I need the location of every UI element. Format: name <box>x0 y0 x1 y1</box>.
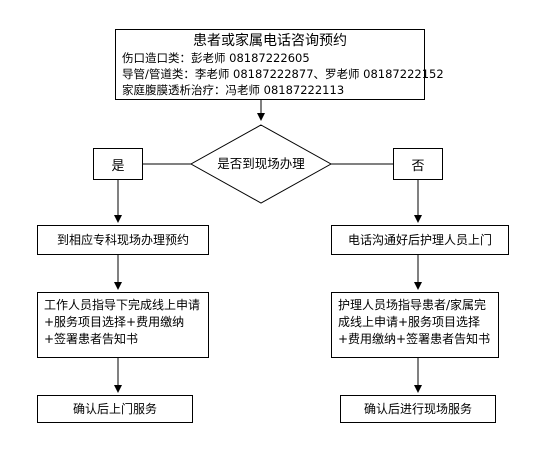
contact-peritoneal-dialysis: 家庭腹膜透析治疗：冯老师 08187222113 <box>122 83 345 97</box>
right-step2-box: 护理人员场指导患者/家属完成线上申请+服务项目选择+费用缴纳+签署患者告知书 <box>331 292 499 358</box>
right-step1-box: 电话沟通好后护理人员上门 <box>331 225 509 255</box>
left-step2-box: 工作人员指导下完成线上申请+服务项目选择+费用缴纳+签署患者告知书 <box>37 292 209 358</box>
yes-box: 是 <box>93 148 143 180</box>
decision-label: 是否到现场办理 <box>217 156 305 171</box>
left-step3-box: 确认后上门服务 <box>37 395 193 423</box>
contact-wound-care: 伤口造口类：彭老师 08187222605 <box>122 51 310 65</box>
decision-diamond <box>189 124 333 204</box>
contact-catheter-care: 导管/管道类：李老师 08187222877、罗老师 08187222152 <box>122 67 444 81</box>
left-step2-text: 工作人员指导下完成线上申请+服务项目选择+费用缴纳+签署患者告知书 <box>44 298 201 346</box>
right-step2-text: 护理人员场指导患者/家属完成线上申请+服务项目选择+费用缴纳+签署患者告知书 <box>338 298 491 346</box>
no-box: 否 <box>393 148 443 180</box>
left-step1-box: 到相应专科现场办理预约 <box>37 225 209 255</box>
consultation-box: 患者或家属电话咨询预约 伤口造口类：彭老师 08187222605 导管/管道类… <box>115 29 444 100</box>
right-step3-box: 确认后进行现场服务 <box>340 395 496 423</box>
consultation-title: 患者或家属电话咨询预约 <box>193 33 347 49</box>
